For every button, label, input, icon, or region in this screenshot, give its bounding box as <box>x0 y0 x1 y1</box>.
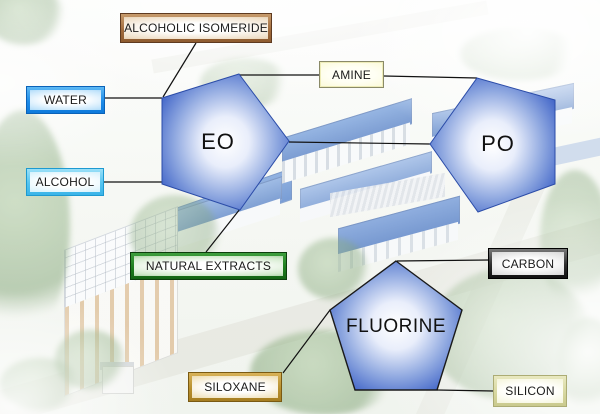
connector-lines <box>104 42 494 392</box>
connector-alcoholic-isomeride-eo <box>162 42 197 98</box>
pentagon-eo[interactable] <box>161 73 290 211</box>
connector-fluorine-carbon <box>396 259 490 262</box>
connector-eo-po <box>288 141 431 145</box>
tag-water[interactable]: WATER <box>26 86 105 114</box>
tag-amine[interactable]: AMINE <box>319 61 384 88</box>
tag-water-label: WATER <box>30 90 101 110</box>
pentagon-po-label[interactable]: PO <box>481 131 515 156</box>
tag-alcoholic-isomeride[interactable]: ALCOHOLIC ISOMERIDE <box>120 13 272 43</box>
tag-silicon[interactable]: SILICON <box>493 375 567 407</box>
tag-alcohol[interactable]: ALCOHOL <box>26 168 104 196</box>
tag-carbon-label: CARBON <box>492 252 564 275</box>
pentagon-fluorine-label[interactable]: FLUORINE <box>345 316 447 337</box>
pentagon-fluorine[interactable] <box>329 260 463 391</box>
connector-fluorine-siloxane <box>282 309 331 374</box>
tag-natural-extracts[interactable]: NATURAL EXTRACTS <box>130 252 287 280</box>
tag-amine-label: AMINE <box>321 63 382 86</box>
connector-amine-po <box>383 75 478 79</box>
tag-carbon[interactable]: CARBON <box>488 248 568 279</box>
tag-siloxane-label: SILOXANE <box>192 376 278 398</box>
tag-alcohol-label: ALCOHOL <box>30 172 100 192</box>
connector-eo-natural-extracts <box>205 208 241 253</box>
tag-alcoholic-isomeride-label: ALCOHOLIC ISOMERIDE <box>124 17 268 39</box>
pentagon-eo-label[interactable]: EO <box>201 129 235 154</box>
tag-siloxane[interactable]: SILOXANE <box>188 372 282 402</box>
tag-natural-extracts-label: NATURAL EXTRACTS <box>134 256 283 276</box>
connector-fluorine-silicon <box>436 389 494 392</box>
pentagon-po[interactable] <box>429 77 556 213</box>
tag-silicon-label: SILICON <box>497 379 563 403</box>
